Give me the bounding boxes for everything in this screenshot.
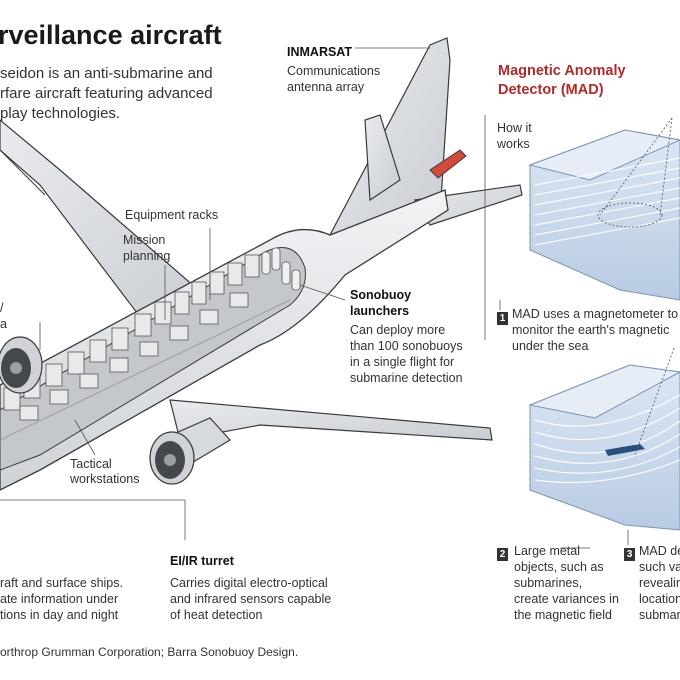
how-it-works-1: How it: [497, 121, 532, 135]
page-title: rveillance aircraft: [0, 20, 222, 50]
tactical-label-2: workstations: [70, 472, 140, 486]
step-2-number: 2: [497, 548, 508, 561]
step-3-line: submar: [639, 608, 680, 622]
horizontal-stabilizer: [364, 114, 401, 202]
step-1-text: MAD uses a magnetometer to monitor the e…: [512, 306, 678, 354]
cut-label-fragment-2: a: [0, 317, 7, 331]
source-credit: orthrop Grumman Corporation; Barra Sonob…: [0, 645, 299, 659]
cabin-cutaway: [0, 247, 306, 471]
mad-title-line: Magnetic Anomaly: [498, 63, 626, 79]
cut-label-fragment-1: /: [0, 301, 4, 315]
step-3-line: revealin: [639, 576, 680, 590]
eiir-desc-3: of heat detection: [170, 608, 263, 622]
step-2-line: create variances in: [514, 592, 619, 606]
intro-line: play technologies.: [0, 105, 121, 122]
radar-desc-2: ate information under: [0, 592, 119, 606]
sonobuoy-desc-4: submarine detection: [350, 371, 463, 385]
equipment-blocks: [3, 254, 260, 421]
radar-desc-3: tions in day and night: [0, 608, 119, 622]
mission-planning-label-1: Mission: [123, 233, 166, 247]
right-engine: [149, 417, 231, 485]
sonobuoy-desc-1: Can deploy more: [350, 323, 446, 337]
step-3-line: MAD de: [639, 544, 680, 558]
sonobuoy-title-2: launchers: [350, 304, 410, 318]
sonobuoy-desc-3: in a single flight for: [350, 355, 455, 369]
step-2-line: objects, such as: [514, 560, 604, 574]
sonobuoy-desc-2: than 100 sonobuoys: [350, 339, 463, 353]
step-1-line: MAD uses a magnetometer to: [512, 307, 679, 321]
intro-line: seidon is an anti-submarine and: [0, 65, 213, 82]
inmarsat-desc-1: Communications: [287, 64, 381, 78]
step-1-line: monitor the earth's magnetic: [512, 323, 670, 337]
intro-text: seidon is an anti-submarine and rfare ai…: [0, 64, 213, 124]
step-1-line: under the sea: [512, 339, 589, 353]
eiir-desc-2: and infrared sensors capable: [170, 592, 332, 606]
eiir-title: EI/IR turret: [170, 554, 234, 568]
step-3-number: 3: [624, 548, 635, 561]
inmarsat-desc-2: antenna array: [287, 80, 365, 94]
sonobuoy-tubes: [261, 247, 301, 291]
step-2-text: Large metal objects, such as submarines,…: [514, 543, 619, 623]
mad-title: Magnetic Anomaly Detector (MAD): [498, 62, 626, 100]
step-3-line: location: [639, 592, 680, 606]
step-2-line: submarines,: [514, 576, 583, 590]
submarine-shape: [605, 444, 645, 456]
mad-box-1: [528, 117, 680, 301]
inmarsat-title: INMARSAT: [287, 45, 353, 59]
eiir-desc-1: Carries digital electro-optical: [170, 576, 328, 590]
radar-desc-1: raft and surface ships.: [0, 576, 123, 590]
how-it-works-2: works: [497, 137, 530, 151]
mission-planning-label-2: planning: [123, 249, 171, 263]
mad-tail-boom: [429, 149, 467, 179]
step-3-line: such va: [639, 560, 680, 574]
mad-box-2: [528, 347, 680, 531]
left-engine: [0, 336, 43, 394]
sonobuoy-title-1: Sonobuoy: [350, 288, 412, 302]
tactical-label-1: Tactical: [70, 457, 112, 471]
step-2-line: Large metal: [514, 544, 581, 558]
step-2-line: the magnetic field: [514, 608, 612, 622]
mad-title-line: Detector (MAD): [498, 82, 604, 98]
step-3-text: MAD de such va revealin location submar: [639, 543, 680, 623]
intro-line: rfare aircraft featuring advanced: [0, 85, 213, 102]
equipment-racks-label: Equipment racks: [125, 208, 219, 222]
step-1-number: 1: [497, 312, 508, 325]
